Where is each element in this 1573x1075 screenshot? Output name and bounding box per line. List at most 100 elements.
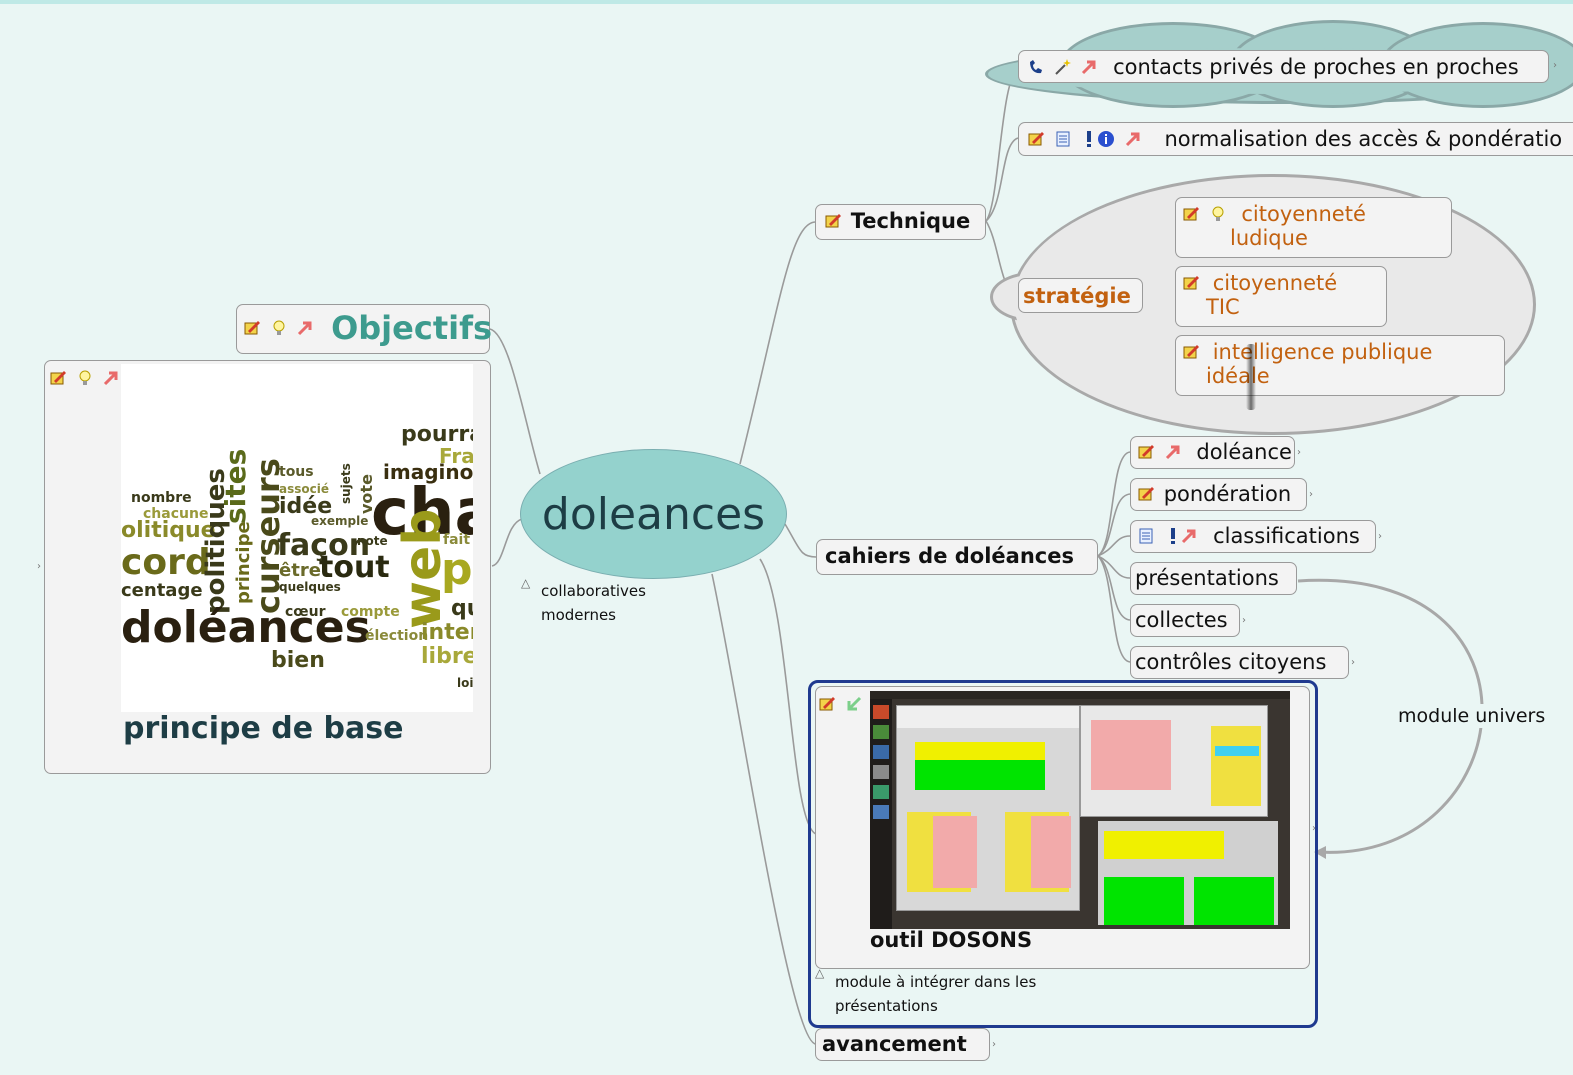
word: façon [277,528,371,563]
topic-objectifs[interactable]: Objectifs [236,304,493,354]
word: élection [365,628,429,644]
arrow-up-right-icon [1124,130,1142,148]
task-pencil-icon [1182,205,1200,223]
info-icon [1097,130,1115,148]
task-pencil-icon [824,212,842,230]
word: qu [451,596,473,621]
intelligence-line2: idéale [1206,364,1270,388]
word-cloud-image: pourra Fra imaginon cha sites tous idée … [121,364,473,712]
word: librer [421,644,473,669]
topic-strategie[interactable]: stratégie [1018,278,1143,313]
task-pencil-icon [818,695,836,713]
topic-ponderation[interactable]: pondération [1130,478,1307,511]
topic-controles-citoyens[interactable]: contrôles citoyens [1130,646,1349,679]
arrow-down-left-icon [845,695,863,713]
text-cursor-shadow [1246,344,1256,410]
word: tous [279,464,314,480]
citoyennete-tic-line2: TIC [1206,295,1240,319]
word: olitique [121,518,216,543]
cahiers-label: cahiers de doléances [825,544,1074,568]
idea-bulb-icon [1209,205,1227,223]
relationship-label[interactable]: module univers [1398,704,1546,728]
arrow-up-right-icon [1164,443,1182,461]
word: quelques [279,580,341,594]
word: Fra [439,444,473,468]
word: centage [121,580,203,601]
task-pencil-icon [1182,274,1200,292]
idea-bulb-icon [76,369,94,387]
word: pourra [401,422,473,447]
topic-cahiers-de-doleances[interactable]: cahiers de doléances [816,539,1098,575]
list-icon [1137,527,1155,545]
fold-toggle[interactable] [1351,658,1357,668]
citoyennete-ludique-line1: citoyenneté [1241,202,1366,226]
arrow-up-right-icon [1080,58,1098,76]
word: lois [457,676,473,690]
word: chacune [143,506,209,522]
topic-collectes[interactable]: collectes [1130,604,1240,637]
topic-normalisation[interactable]: normalisation des accès & pondératio [1018,122,1573,156]
strategie-label: stratégie [1023,284,1131,308]
classifications-label: classifications [1213,524,1360,548]
objectifs-label: Objectifs [331,309,493,347]
word: fait [443,532,471,548]
ponderation-label: pondération [1163,482,1292,506]
normalisation-label: normalisation des accès & pondératio [1164,127,1563,151]
topic-classifications[interactable]: classifications [1130,520,1376,553]
idea-bulb-icon [270,319,288,337]
topic-citoyennete-ludique[interactable]: citoyenneté ludique [1175,197,1452,258]
app-screenshot-image [870,691,1290,929]
word: politiques [201,468,231,614]
fold-toggle[interactable] [1309,490,1315,500]
topic-contacts-prives[interactable]: contacts privés de proches en proches [1018,50,1549,83]
selection-frame [808,680,1318,1028]
central-topic[interactable]: doleances [520,449,787,579]
topic-presentations[interactable]: présentations [1130,562,1297,595]
word: compte [341,604,400,620]
word: note [357,534,388,548]
word: doléances [121,602,371,653]
exclamation-icon [1080,130,1092,148]
fold-toggle[interactable] [1378,532,1384,542]
word: imaginon [383,460,473,484]
fold-toggle[interactable] [1312,824,1318,834]
contacts-label: contacts privés de proches en proches [1113,55,1519,79]
fold-toggle[interactable] [992,1040,998,1050]
topic-avancement[interactable]: avancement [815,1028,990,1061]
topic-citoyennete-tic[interactable]: citoyenneté TIC [1175,266,1387,327]
word: nombre [131,490,192,506]
word: cha [371,476,473,550]
topic-doleance[interactable]: doléance [1130,436,1295,469]
task-pencil-icon [1182,343,1200,361]
word: cœur [285,604,326,620]
word: p [441,544,473,595]
citoyennete-ludique-line2: ludique [1230,226,1308,250]
task-pencil-icon [243,319,261,337]
fold-toggle[interactable] [1242,616,1248,626]
collectes-label: collectes [1135,608,1228,632]
task-pencil-icon [1137,443,1155,461]
word: idée [279,494,333,519]
fold-toggle[interactable] [1553,61,1559,71]
fold-toggle[interactable] [1297,448,1303,458]
word: interr [421,620,473,645]
central-note: collaboratives modernes [541,582,646,624]
principe-label: principe de base [123,711,404,746]
note-triangle-icon[interactable]: △ [815,966,825,980]
outil-label: outil DOSONS [870,928,1033,952]
word: bien [271,648,325,673]
mindmap-canvas[interactable]: doleances △ collaboratives modernes Obje… [0,4,1573,1075]
exclamation-icon [1164,527,1175,545]
presentations-label: présentations [1135,566,1279,590]
word: tout [319,550,390,585]
fold-toggle[interactable] [37,562,43,572]
citoyennete-tic-line1: citoyenneté [1212,271,1338,295]
wand-icon [1054,58,1072,76]
topic-intelligence-publique[interactable]: intelligence publique idéale [1175,335,1505,396]
avancement-label: avancement [822,1032,967,1056]
note-triangle-icon[interactable]: △ [521,576,531,590]
outil-note: module à intégrer dans les présentations [835,973,1037,1015]
doleance-label: doléance [1196,440,1292,464]
technique-label: Technique [850,209,971,233]
topic-technique[interactable]: Technique [815,204,986,240]
